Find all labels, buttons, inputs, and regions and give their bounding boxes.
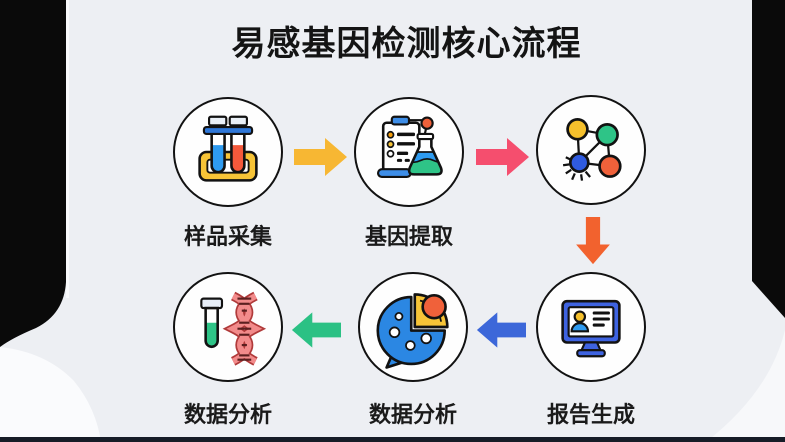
flow-arrow-3-down: [576, 217, 610, 265]
step-gene-extraction: 基因提取: [348, 97, 470, 251]
clipboard-flask-icon: [376, 115, 443, 179]
left-black-panel: [0, 0, 66, 347]
page-title: 易感基因检测核心流程: [231, 25, 582, 63]
step-label: 样品采集: [183, 224, 272, 249]
step-circle: [173, 97, 283, 207]
step-data-analysis-chart: 数据分析: [352, 272, 474, 429]
step-circle: [358, 272, 468, 382]
step-sample-collection: 样品采集: [167, 97, 289, 251]
arrow-shape: [476, 312, 526, 348]
bottom-left-light-sweep: [0, 347, 101, 442]
pie-bubble-chart-icon: [376, 293, 449, 369]
step-label: 数据分析: [183, 402, 272, 427]
step-circle: [536, 95, 646, 205]
test-tube-rack-icon: [198, 115, 258, 182]
step-report-generation: 报告生成: [530, 272, 652, 429]
flow-arrow-1-right: [294, 138, 347, 176]
step-label: 基因提取: [364, 224, 453, 249]
step-label: 数据分析: [368, 402, 457, 427]
flow-arrow-4-left: [476, 312, 526, 348]
arrow-shape: [291, 312, 341, 348]
arrow-shape: [476, 138, 529, 176]
report-monitor-icon: [561, 299, 621, 358]
step-circle: [173, 272, 283, 382]
arrow-shape: [294, 138, 347, 176]
bottom-dark-bar: [0, 437, 785, 442]
step-circle: [354, 97, 464, 207]
right-black-panel: [752, 0, 785, 318]
arrow-shape: [576, 217, 610, 265]
step-molecule-network: [530, 95, 652, 217]
bottom-right-light-sweep: [706, 330, 785, 442]
step-label: 报告生成: [546, 402, 635, 427]
flow-arrow-2-right: [476, 138, 529, 176]
flow-arrow-5-left: [291, 312, 341, 348]
molecule-network-icon: [562, 118, 622, 181]
step-data-analysis-dna: 数据分析: [167, 272, 289, 429]
left-panel-highlight: [66, 0, 69, 298]
dna-test-tube-icon: [200, 291, 267, 366]
step-circle: [536, 272, 646, 382]
